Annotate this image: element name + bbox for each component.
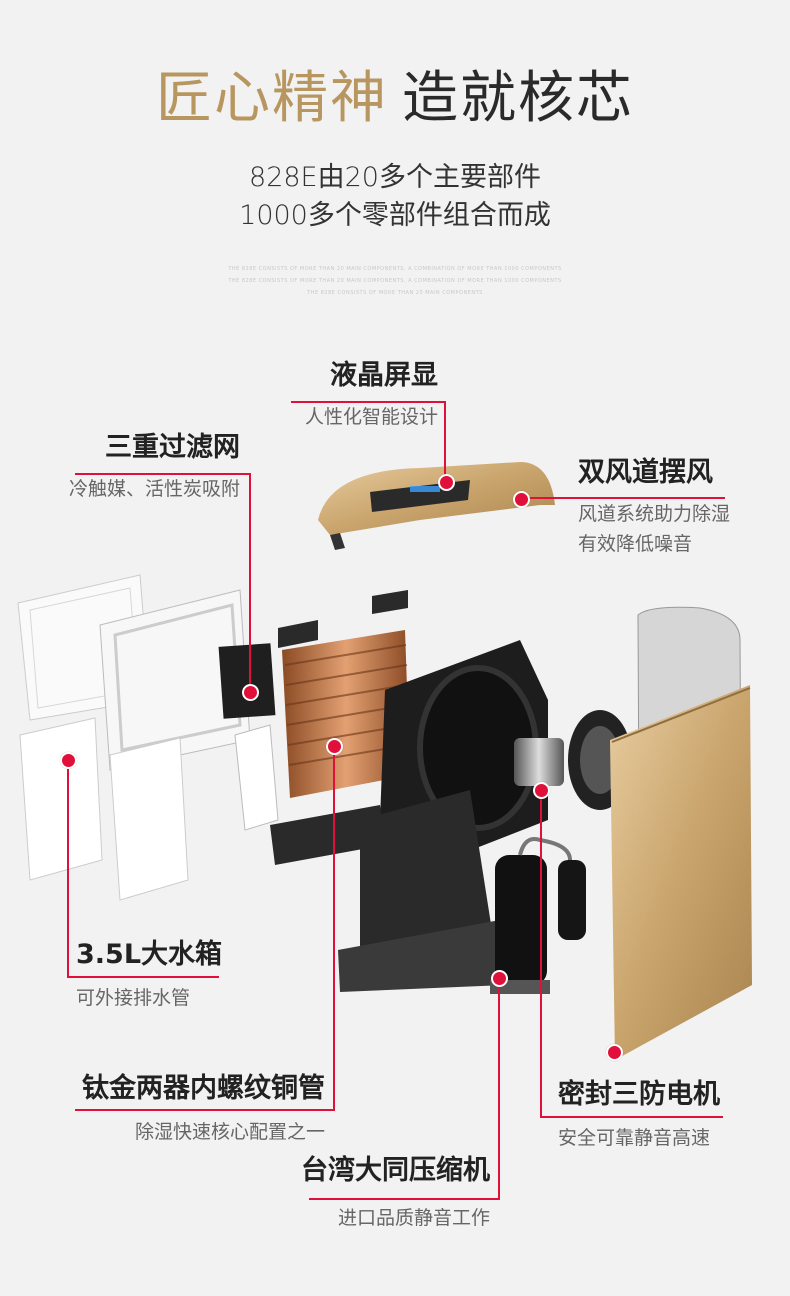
dot-motor [533, 782, 550, 799]
headline-dark: 造就核芯 [402, 66, 634, 131]
leader-airduct-h [520, 497, 725, 499]
dot-filter [242, 684, 259, 701]
side-panels [610, 606, 752, 1060]
callout-tank-desc: 可外接排水管 [76, 987, 191, 1009]
leader-filter-h [75, 473, 250, 475]
leader-motor-h [540, 1116, 723, 1118]
dot-side-panel [606, 1044, 623, 1061]
subtitle-line-2: 1000多个零部件组合而成 [239, 200, 551, 231]
callout-copper-title: 钛金两器内螺纹铜管 [82, 1073, 325, 1104]
headline: 匠心精神造就核芯 [0, 64, 790, 134]
callout-copper: 钛金两器内螺纹铜管 除湿快速核心配置之一 [82, 1071, 325, 1147]
fine-print-1: THE 828E CONSISTS OF MORE THAN 20 MAIN C… [228, 266, 562, 272]
callout-tank-title: 3.5L大水箱 [76, 939, 223, 970]
filter-frames [17, 574, 279, 901]
headline-gold: 匠心精神 [156, 66, 388, 131]
callout-copper-desc: 除湿快速核心配置之一 [134, 1121, 325, 1143]
carbon-filter [218, 643, 276, 719]
leader-compressor-v [498, 977, 500, 1199]
callout-lcd-desc: 人性化智能设计 [304, 406, 438, 428]
dot-copper [326, 738, 343, 755]
dot-airduct [513, 491, 530, 508]
callout-compressor-desc: 进口品质静音工作 [337, 1207, 490, 1229]
leader-copper-h [75, 1109, 335, 1111]
fine-print-2: THE 828E CONSISTS OF MORE THAN 20 MAIN C… [228, 278, 562, 284]
callout-filter-desc: 冷触媒、活性炭吸附 [68, 478, 240, 500]
leader-copper-v [333, 745, 335, 1110]
leader-filter-v [249, 473, 251, 691]
callout-airduct: 双风道摆风 风道系统助力除湿 有效降低噪音 [578, 455, 730, 559]
leader-tank-v [67, 759, 69, 977]
callout-filter-title: 三重过滤网 [105, 432, 240, 463]
dot-lcd [438, 474, 455, 491]
callout-airduct-desc-1: 风道系统助力除湿 [578, 503, 731, 525]
fan-housing [270, 640, 548, 992]
callout-motor: 密封三防电机 安全可靠静音高速 [558, 1077, 720, 1153]
leader-lcd-h [291, 401, 445, 403]
leader-motor-v [540, 789, 542, 1117]
callout-compressor-title: 台湾大同压缩机 [301, 1155, 490, 1186]
leader-lcd-v [444, 401, 446, 481]
callout-motor-desc: 安全可靠静音高速 [558, 1127, 711, 1149]
callout-lcd: 液晶屏显 人性化智能设计 [305, 358, 438, 432]
compressor-unit [490, 837, 586, 994]
callout-lcd-title: 液晶屏显 [330, 360, 438, 391]
callout-tank: 3.5L大水箱 可外接排水管 [76, 937, 222, 1013]
subtitle-line-1: 828E由20多个主要部件 [249, 162, 541, 193]
callout-airduct-title: 双风道摆风 [578, 457, 713, 488]
leader-compressor-h [309, 1198, 500, 1200]
callout-compressor: 台湾大同压缩机 进口品质静音工作 [301, 1153, 490, 1233]
dot-compressor [491, 970, 508, 987]
motor-and-blower [514, 710, 632, 810]
callout-motor-title: 密封三防电机 [558, 1079, 720, 1110]
dot-tank [60, 752, 77, 769]
fine-print-3: THE 828E CONSISTS OF MORE THAN 20 MAIN C… [307, 290, 483, 296]
leader-tank-h [67, 976, 219, 978]
callout-filter: 三重过滤网 冷触媒、活性炭吸附 [69, 430, 240, 504]
callout-airduct-desc-2: 有效降低噪音 [578, 533, 693, 555]
